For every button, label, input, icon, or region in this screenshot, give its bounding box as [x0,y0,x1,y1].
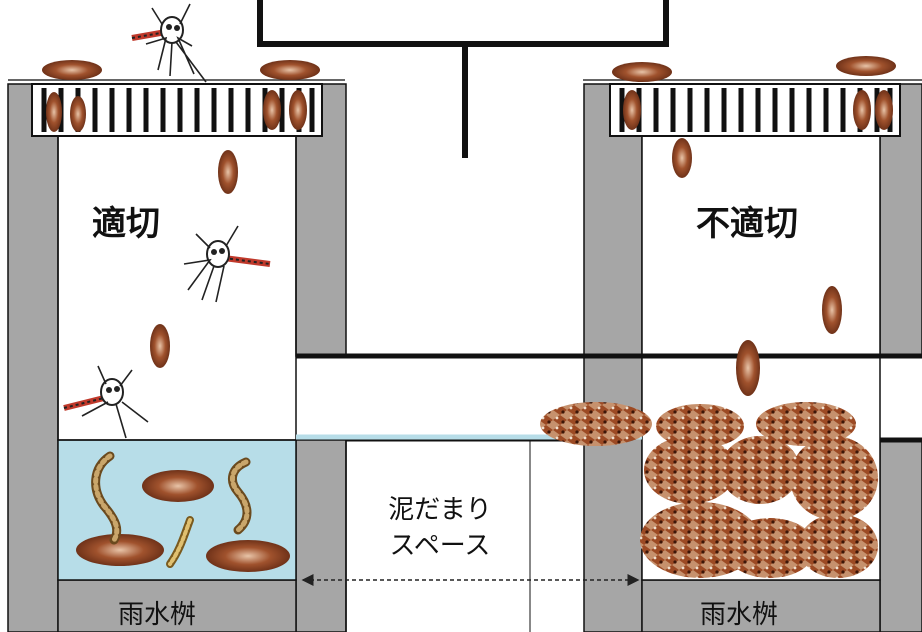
storm-grate-icon [609,83,901,137]
left-basin-wall-lower [295,439,347,632]
leaf-icon [76,534,164,566]
leaf-icon [672,138,692,178]
larva-icon [166,516,194,568]
mosquito-icon [131,3,207,83]
leaf-icon [150,324,170,368]
leaf-icon [218,150,238,194]
leaf-icon [260,60,320,80]
leaf-icon [70,96,86,132]
larva-icon [227,457,252,535]
basin-label-left: 雨水桝 [118,600,197,630]
leaf-icon [46,92,62,132]
left-basin-interior [57,135,297,441]
mud-space-line2: スペース [389,531,491,561]
mud-space-line1: 泥だまり [388,495,492,525]
leaf-icon [263,90,281,130]
leaf-icon [612,62,672,82]
leaf-icon [289,90,307,130]
larva-icon [91,451,122,545]
top-frame [257,0,669,47]
leaf-icon [142,470,214,502]
left-basin-wall-outer [7,83,59,632]
connecting-pipe [296,353,922,632]
mud-space-label: 泥だまり スペース [380,492,500,564]
basin-label-right: 雨水桝 [700,600,779,630]
mosquito-icon [183,225,271,303]
right-basin-floor [641,579,881,632]
leaf-icon [822,286,842,334]
leaf-icon [42,60,102,80]
leaf-icon [623,90,641,130]
leaf-icon [736,340,760,396]
label-appropriate: 適切 [92,204,160,244]
leaf-icon [853,90,871,130]
mosquito-icon [63,365,149,439]
right-basin-wall-lower [879,439,922,632]
leaf-icon [875,90,893,130]
leaf-icon [206,540,290,572]
leaf-pile-icon [540,402,878,578]
leaf-icon [836,56,896,76]
label-inappropriate: 不適切 [696,204,798,244]
